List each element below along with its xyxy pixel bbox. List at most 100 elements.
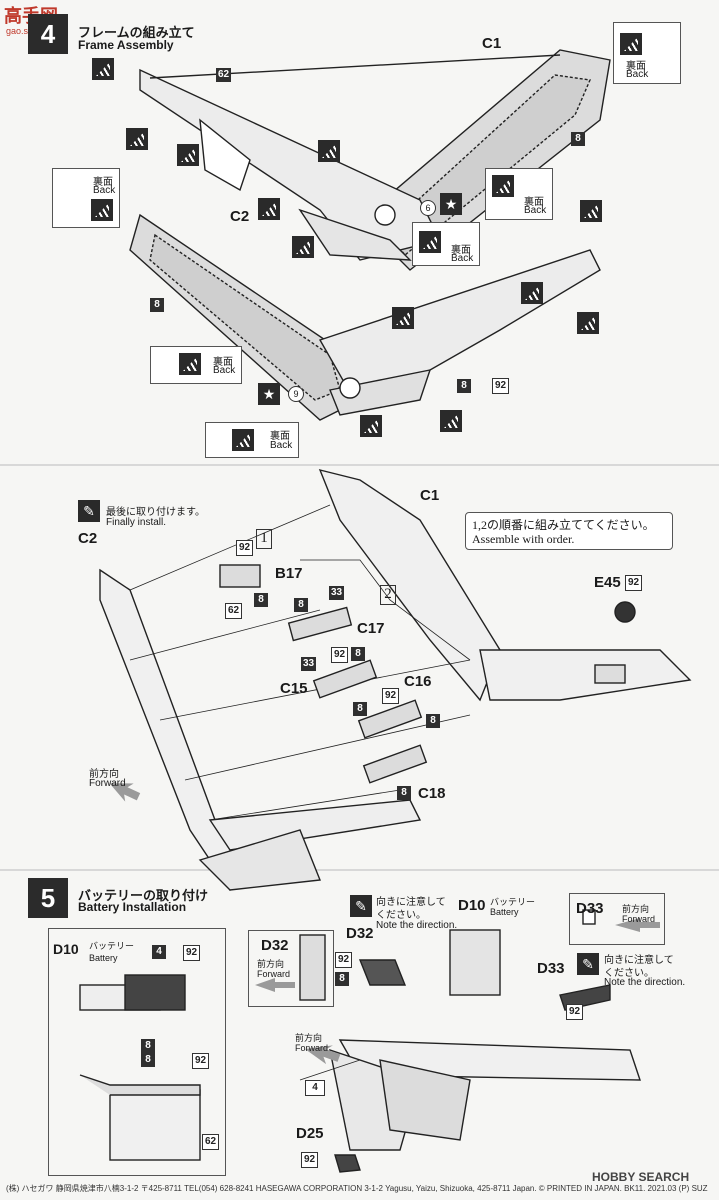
d32-direction-callout: D32 前方向 Forward — [248, 930, 334, 1007]
paint-brush-icon: ✎ — [577, 953, 599, 975]
forward-label-jp: 前方向 — [89, 769, 119, 780]
final-install-jp: 最後に取り付けます。 — [106, 507, 205, 518]
direction-note-jp2: ください。 — [604, 968, 654, 979]
back-label-jp: 裏面 — [524, 197, 544, 208]
part-number-92: 92 — [335, 952, 353, 968]
order-note-en: Assemble with order. — [472, 532, 575, 546]
cement-icon — [492, 175, 514, 197]
part-label-c1: C1 — [482, 35, 502, 52]
direction-note-jp: 向きに注意して — [604, 955, 674, 966]
back-label-en: Back — [451, 253, 474, 264]
part-label-d32: D32 — [346, 925, 374, 942]
footer-text: (株) ハセガワ 静岡県焼津市八楠3-1-2 〒425-8711 TEL(054… — [6, 1184, 708, 1193]
part-number-8: 8 — [571, 132, 585, 146]
part-label-c2: C2 — [230, 208, 250, 225]
part-number-92: 92 — [625, 575, 643, 591]
battery-label-en: Battery — [490, 907, 519, 917]
cement-icon — [620, 33, 642, 55]
back-label-en: Back — [626, 69, 649, 80]
part-label-d32: D32 — [261, 937, 289, 954]
part-number-92: 92 — [492, 378, 510, 394]
cement-icon — [580, 200, 602, 222]
step-title-en: Frame Assembly — [78, 38, 174, 52]
battery-label-jp: バッテリー — [490, 897, 536, 907]
back-callout: 裏面 Back — [205, 422, 299, 458]
part-number-8: 8 — [426, 714, 440, 728]
part-number-33: 33 — [301, 657, 317, 671]
cement-icon — [91, 199, 113, 221]
part-label-c2: C2 — [78, 530, 98, 547]
order-note-jp: 1,2の順番に組み立ててください。 — [472, 518, 655, 532]
ref-number-6: 6 — [420, 200, 436, 216]
cement-icon — [126, 128, 148, 150]
back-label-en: Back — [93, 185, 116, 196]
step-title-jp: フレームの組み立て — [78, 25, 195, 40]
part-number-62: 62 — [225, 603, 243, 619]
direction-note-en: Note the direction. — [376, 920, 458, 931]
hobby-search-logo: HOBBY SEARCH — [592, 1170, 690, 1184]
part-label-d25: D25 — [296, 1125, 324, 1142]
part-number-8: 8 — [150, 298, 164, 312]
part-label-d33: D33 — [537, 960, 565, 977]
cement-icon — [177, 144, 199, 166]
cement-icon — [258, 198, 280, 220]
forward-label-jp: 前方向 — [295, 1033, 323, 1043]
part-number-8: 8 — [254, 593, 268, 607]
step-reference-4: 4 — [305, 1080, 325, 1096]
part-number-62: 62 — [202, 1134, 220, 1150]
ref-number-9: 9 — [288, 386, 304, 402]
back-label-en: Back — [270, 440, 293, 451]
final-install-en: Finally install. — [106, 517, 167, 528]
part-number-92: 92 — [236, 540, 254, 556]
part-number-92: 92 — [382, 688, 400, 704]
step-number: 5 — [28, 878, 68, 918]
forward-label-en: Forward — [295, 1043, 329, 1053]
part-number-92: 92 — [192, 1053, 210, 1069]
cement-icon — [521, 282, 543, 304]
part-label-d10: D10 — [458, 897, 486, 914]
part-label-c16: C16 — [404, 673, 432, 690]
back-callout: 裏面 Back — [52, 168, 120, 228]
back-callout: 裏面 Back — [485, 168, 553, 220]
part-number-92: 92 — [301, 1152, 319, 1168]
forward-label-en: Forward — [257, 969, 291, 979]
back-label-en: Back — [213, 365, 236, 376]
back-label-en: Back — [524, 205, 547, 216]
paint-brush-icon: ✎ — [350, 895, 372, 917]
cement-icon — [577, 312, 599, 334]
part-number-92: 92 — [566, 1004, 584, 1020]
direction-note-jp2: ください。 — [376, 910, 426, 921]
forward-label-en: Forward — [89, 778, 126, 789]
cement-icon — [92, 58, 114, 80]
cement-icon — [360, 415, 382, 437]
direction-note-jp: 向きに注意して — [376, 897, 446, 908]
part-label-c1: C1 — [420, 487, 440, 504]
part-number-8: 8 — [353, 702, 367, 716]
order-note: 1,2の順番に組み立ててください。 Assemble with order. — [465, 512, 673, 550]
part-number-92: 92 — [183, 945, 201, 961]
back-label-jp: 裏面 — [93, 177, 113, 188]
part-number-92: 92 — [331, 647, 349, 663]
cement-icon — [440, 410, 462, 432]
battery-detail-callout: D10 バッテリー Battery 4 92 8 8 92 62 — [48, 928, 226, 1176]
part-number-8: 8 — [141, 1053, 155, 1067]
part-number-33: 33 — [329, 586, 345, 600]
d33-direction-callout: D33 前方向 Forward — [569, 893, 665, 945]
part-label-d10: D10 — [53, 941, 79, 957]
part-label-c17: C17 — [357, 620, 385, 637]
battery-label-en: Battery — [89, 953, 118, 963]
part-number-8: 8 — [457, 379, 471, 393]
back-label-jp: 裏面 — [626, 61, 646, 72]
back-callout: 裏面 Back — [613, 22, 681, 84]
star-icon: ★ — [258, 383, 280, 405]
part-label-b17: B17 — [275, 565, 303, 582]
back-label-jp: 裏面 — [270, 431, 290, 442]
cement-icon — [292, 236, 314, 258]
cement-icon — [179, 353, 201, 375]
part-number-4: 4 — [152, 945, 166, 959]
part-number-8: 8 — [335, 972, 349, 986]
part-label-e45: E45 — [594, 574, 621, 591]
paint-brush-icon: ✎ — [78, 500, 100, 522]
forward-label-en: Forward — [622, 914, 656, 924]
